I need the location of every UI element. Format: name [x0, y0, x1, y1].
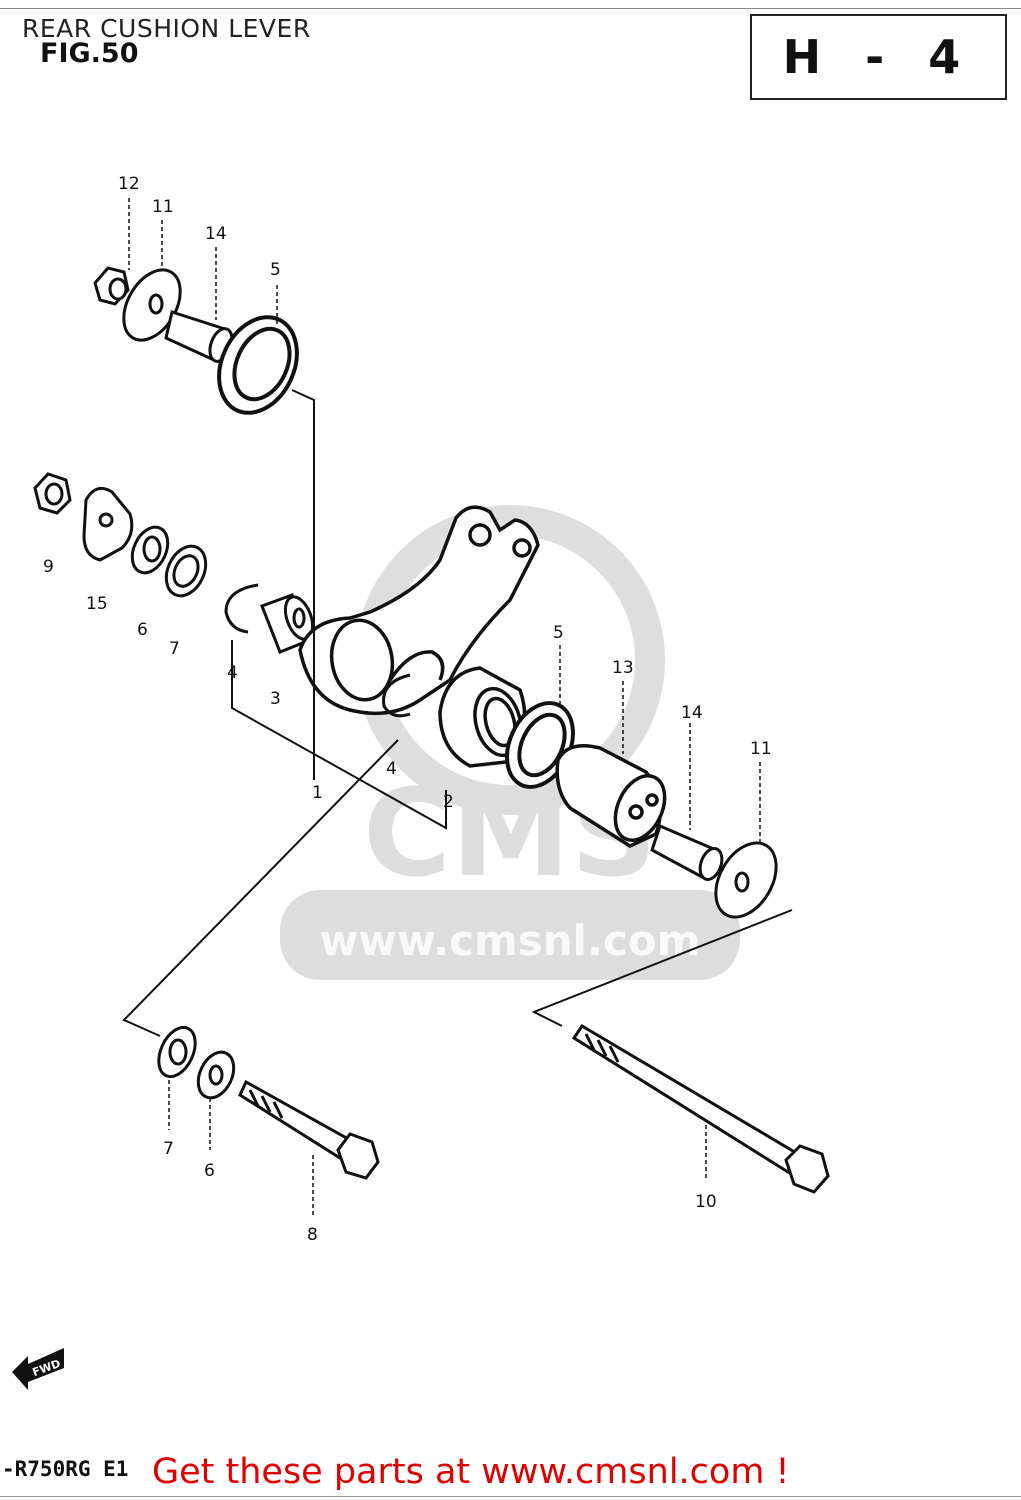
callout-5-lower: 5	[553, 623, 564, 643]
model-code: -R750RG E1	[2, 1457, 129, 1481]
part-bolt-8	[238, 1079, 380, 1180]
part-plate-15	[82, 486, 134, 562]
section-code-box: H - 4	[750, 14, 1007, 100]
callout-10: 10	[695, 1192, 717, 1212]
callout-12: 12	[118, 174, 140, 194]
part-bearing-2	[438, 666, 527, 768]
assembly-lines	[122, 389, 793, 1037]
fwd-label: FWD	[31, 1357, 62, 1379]
callout-5-upper: 5	[270, 260, 281, 280]
leader-lines	[128, 198, 761, 1215]
section-code: H - 4	[782, 30, 975, 84]
part-cushion-lever-1	[298, 505, 540, 716]
callout-3: 3	[270, 689, 281, 709]
callout-14-upper: 14	[205, 224, 227, 244]
bottom-rule	[0, 1496, 1021, 1497]
part-sleeve-14-lower	[650, 823, 724, 881]
callout-2: 2	[443, 792, 454, 812]
callout-13: 13	[612, 658, 634, 678]
callout-6-upper: 6	[137, 620, 148, 640]
part-seal-5-upper	[217, 315, 299, 415]
fwd-arrow-icon: FWD	[12, 1348, 64, 1390]
part-bearing-6-upper	[130, 525, 170, 575]
watermark-url: www.cmsnl.com	[319, 916, 700, 965]
cms-watermark-logo: CMS	[280, 505, 740, 980]
callout-labels: 12 11 14 5 9 15 6 7 4 3 1 4 2 5 13 14 11…	[43, 174, 772, 1245]
callout-11-lower: 11	[750, 739, 772, 759]
part-washer-7-upper	[164, 544, 208, 598]
part-bearing-6-lower	[196, 1050, 236, 1100]
callout-14-lower: 14	[681, 703, 703, 723]
callout-4-left: 4	[227, 663, 238, 683]
part-nut-12	[93, 266, 130, 306]
part-bearing-3	[260, 593, 315, 654]
callout-6-lower: 6	[204, 1161, 215, 1181]
part-washer-11-lower	[714, 841, 778, 919]
callout-1: 1	[312, 783, 323, 803]
part-bolt-10	[571, 1023, 830, 1194]
part-nut-9	[33, 472, 72, 515]
part-spacer-13	[555, 744, 667, 848]
figure-number: FIG.50	[40, 38, 139, 69]
callout-15: 15	[86, 594, 108, 614]
top-rule	[0, 8, 1021, 9]
callout-4-right: 4	[386, 759, 397, 779]
callout-8: 8	[307, 1225, 318, 1245]
page-title: REAR CUSHION LEVER	[22, 14, 311, 43]
callout-11-upper: 11	[152, 197, 174, 217]
part-circlip-4-right	[382, 673, 411, 718]
part-washer-7-lower	[157, 1025, 197, 1079]
callout-7-upper: 7	[169, 639, 180, 659]
callout-9: 9	[43, 557, 54, 577]
promo-link[interactable]: Get these parts at www.cmsnl.com !	[152, 1452, 790, 1492]
part-circlip-4-left	[224, 583, 259, 634]
callout-7-lower: 7	[163, 1139, 174, 1159]
